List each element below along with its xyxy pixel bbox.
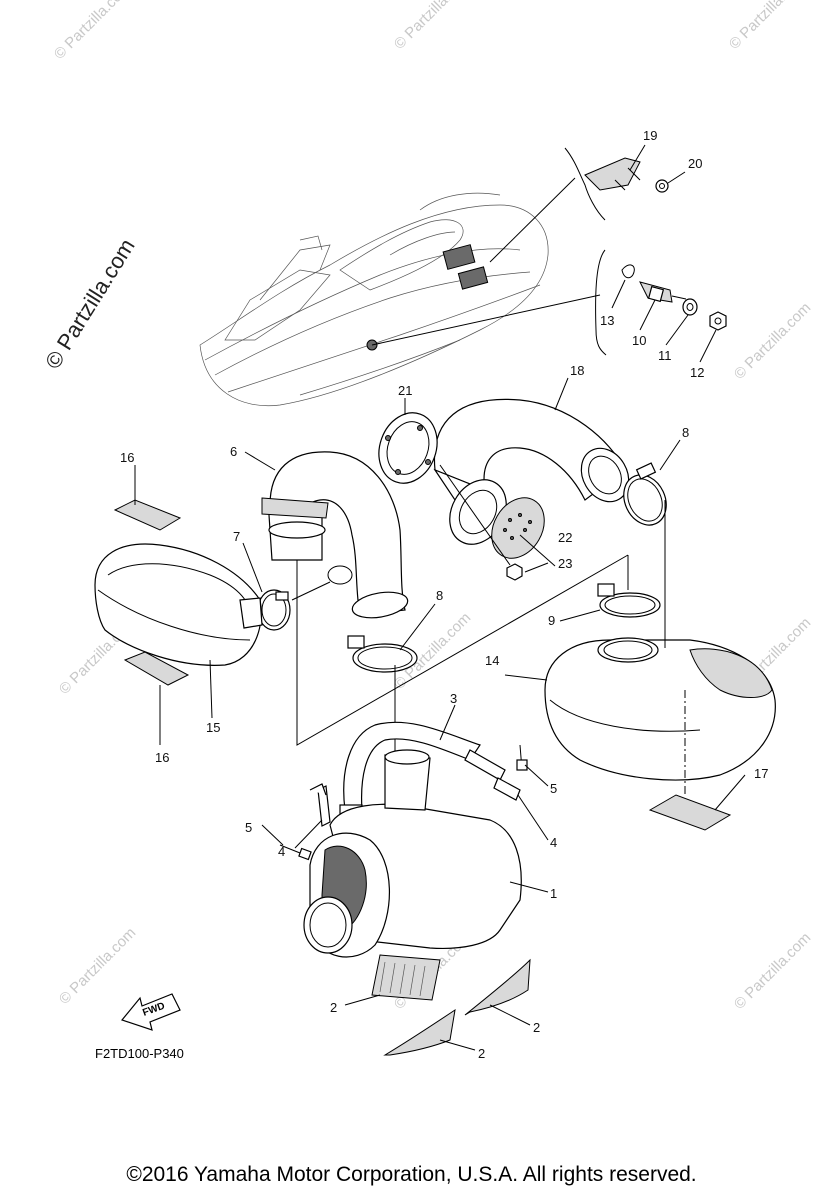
sensor-part-19 [584, 157, 641, 191]
hose-clamp-part-8-lower [347, 635, 418, 673]
watermark-text: © Partzilla.com [731, 929, 814, 1012]
pad-part-2-strip [371, 954, 441, 1001]
resonator-box-part-14 [544, 637, 776, 781]
callout-20: 20 [688, 156, 702, 171]
intake-box-part-15 [94, 543, 263, 666]
callout-11: 11 [658, 348, 672, 363]
pad-part-16-lower [123, 651, 190, 686]
callout-1: 1 [550, 886, 557, 901]
pad-part-16-upper [113, 499, 182, 531]
callout-4-left: 4 [278, 844, 285, 859]
callout-22: 22 [558, 530, 572, 545]
bolt-part-5-left [279, 844, 312, 861]
clip-part-13 [621, 264, 635, 279]
bracket-part-4-right [493, 777, 521, 801]
fitting-part-10 [639, 281, 687, 303]
callout-14: 14 [485, 653, 499, 668]
copyright-footer: ©2016 Yamaha Motor Corporation, U.S.A. A… [126, 1163, 697, 1186]
callout-10: 10 [632, 333, 646, 348]
leader-lines [134, 144, 746, 1051]
callout-9: 9 [548, 613, 555, 628]
callout-13: 13 [600, 313, 614, 328]
diagram-reference-code: F2TD100-P340 [95, 1046, 184, 1061]
callout-2-bottom: 2 [478, 1046, 485, 1061]
callout-4-right: 4 [550, 835, 557, 850]
callout-numbers: 19 20 13 10 11 12 18 21 8 6 16 7 22 23 8… [120, 128, 768, 1061]
callout-8-upper: 8 [682, 425, 689, 440]
callout-12: 12 [690, 365, 704, 380]
plate-part-22 [439, 464, 545, 566]
hose-clamp-part-7 [257, 581, 331, 631]
hose-clamp-part-8-upper [623, 462, 667, 526]
inset-bracket-top [564, 147, 606, 221]
callout-8-lower: 8 [436, 588, 443, 603]
watermark-text: © Partzilla.com [51, 0, 134, 63]
watermark-text: © Partzilla.com [391, 0, 474, 53]
callout-15: 15 [206, 720, 220, 735]
watercraft-outline [199, 177, 601, 407]
callout-17: 17 [754, 766, 768, 781]
nut-part-12 [709, 311, 727, 331]
bracket-part-4-left [309, 783, 331, 827]
hose-clamp-part-9 [597, 583, 661, 618]
assembly-lines [296, 500, 686, 795]
callout-18: 18 [570, 363, 584, 378]
filter-case-part-1 [303, 749, 522, 958]
air-duct-part-6 [261, 451, 409, 619]
callout-19: 19 [643, 128, 657, 143]
bolt-part-5-right [516, 744, 528, 771]
callout-3: 3 [450, 691, 457, 706]
watermark-text: © Partzilla.com [726, 0, 809, 53]
callout-5-right: 5 [550, 781, 557, 796]
nut-part-23 [506, 563, 523, 581]
callout-2-right: 2 [533, 1020, 540, 1035]
flange-part-21 [378, 412, 438, 484]
inset-bracket-bottom [595, 249, 607, 356]
callout-7: 7 [233, 529, 240, 544]
callout-16-upper: 16 [120, 450, 134, 465]
nut-part-20 [655, 179, 669, 193]
pad-part-17 [648, 794, 732, 831]
pad-part-2-right [464, 958, 531, 1016]
callout-2-strip: 2 [330, 1000, 337, 1015]
forward-direction-arrow: FWD [120, 993, 181, 1031]
callout-5-left: 5 [245, 820, 252, 835]
pad-part-2-bottom [383, 1008, 456, 1056]
washer-part-11 [682, 298, 698, 316]
callout-6: 6 [230, 444, 237, 459]
watermark-text: © Partzilla.com [731, 299, 814, 382]
callout-16-lower: 16 [155, 750, 169, 765]
watermark-text: © Partzilla.com [56, 924, 139, 1007]
callout-23: 23 [558, 556, 572, 571]
callout-21: 21 [398, 383, 412, 398]
